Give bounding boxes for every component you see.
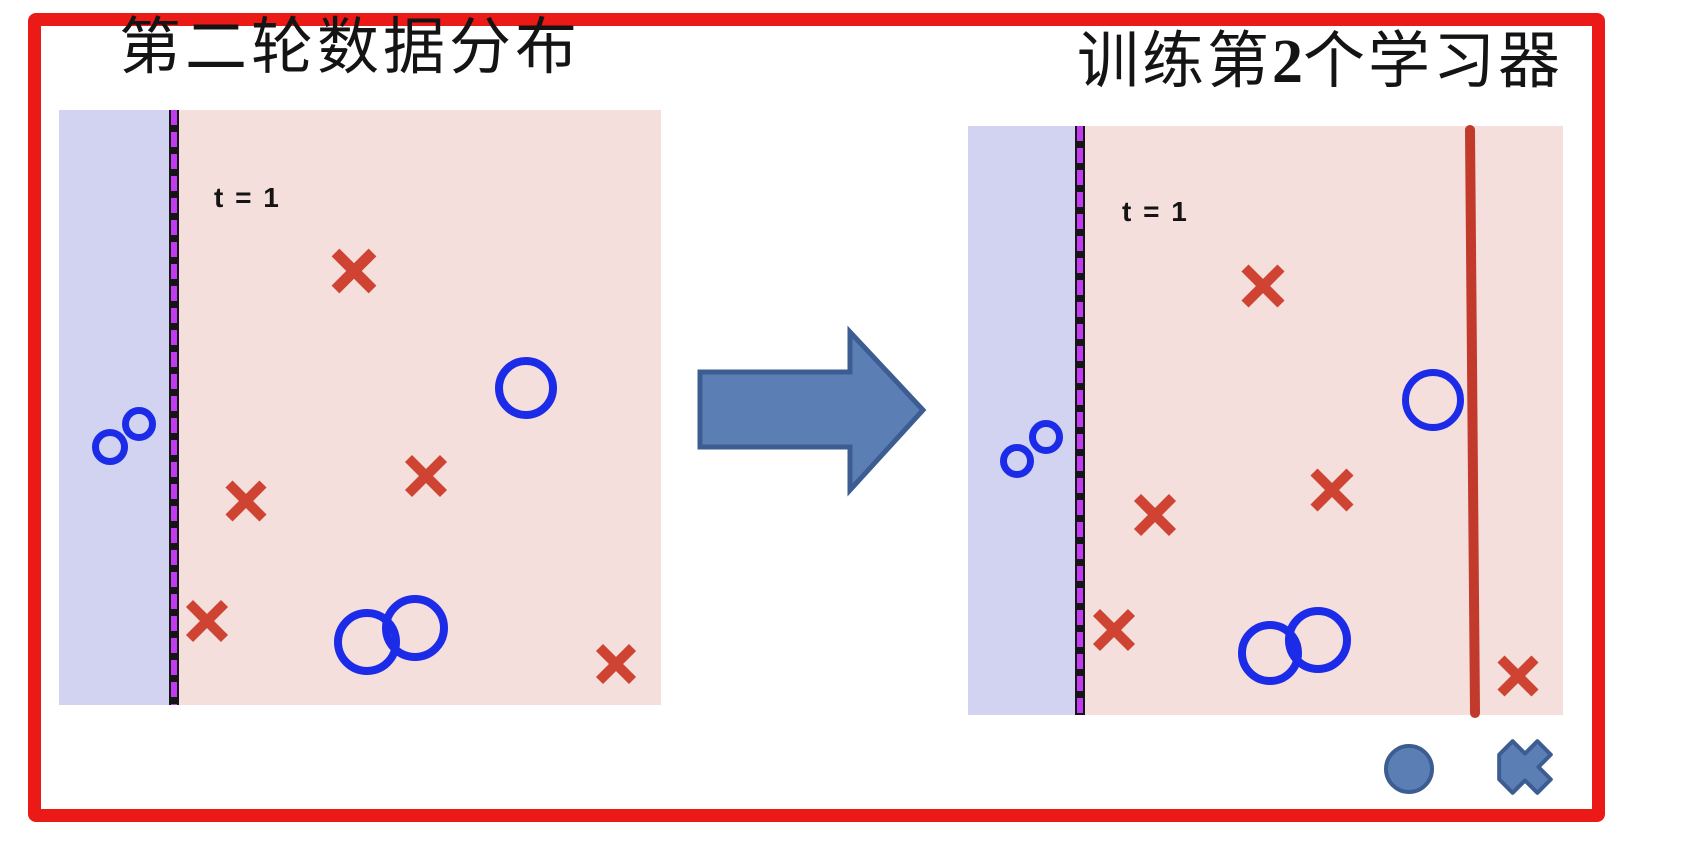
right-title-number: 2: [1272, 28, 1303, 96]
legend-circle-icon: [1384, 744, 1434, 794]
train-learner2-panel: [968, 126, 1563, 715]
right-panel-title: 训练第2个学习器: [1055, 28, 1585, 96]
figure-red-border: [28, 13, 1605, 822]
right-arrow-icon: [697, 325, 927, 497]
negative-region: [968, 126, 1080, 715]
round2-distribution-panel: [59, 110, 661, 705]
t1-label: t = 1: [1122, 196, 1189, 227]
negative-region: [59, 110, 174, 705]
legend-x-icon: [1497, 739, 1553, 795]
t1-label: t = 1: [214, 182, 281, 213]
right-title-prefix: 训练第: [1076, 28, 1272, 96]
right-title-suffix: 个学习器: [1303, 28, 1564, 96]
right-arrow-shape: [697, 325, 927, 497]
legend-x-shape: [1497, 739, 1553, 795]
left-panel-title: 第二轮数据分布: [118, 14, 581, 82]
